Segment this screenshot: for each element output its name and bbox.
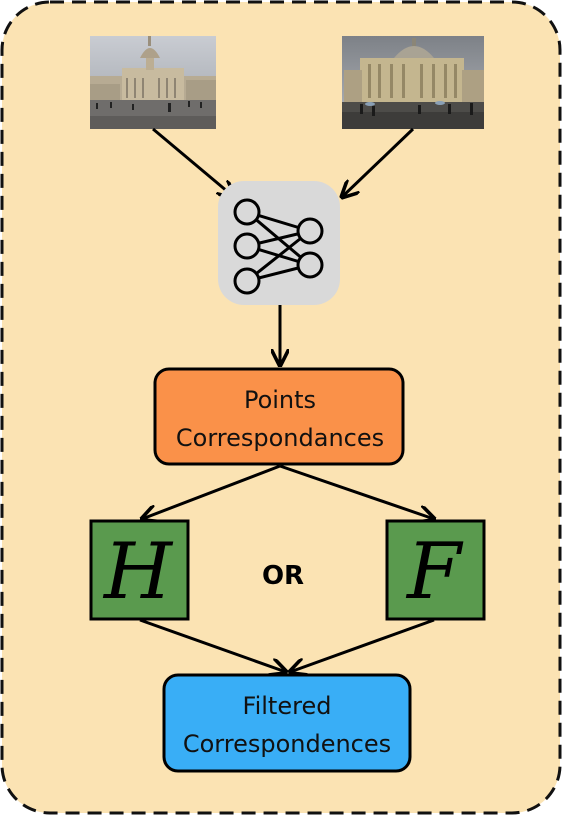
neural-network-icon xyxy=(233,198,324,295)
points-correspondences-node: Points Correspondances xyxy=(153,367,405,466)
arrow-f-to-filtered xyxy=(290,618,435,672)
fundamental-matrix-symbol: F xyxy=(405,527,464,617)
neural-network-node xyxy=(218,181,340,305)
filtered-correspondences-line1: Filtered xyxy=(243,692,332,720)
arrow-correspondences-to-f xyxy=(279,464,434,519)
points-correspondences-line1: Points xyxy=(244,386,316,414)
fundamental-matrix-node: F xyxy=(385,519,486,621)
filtered-correspondences-line2: Correspondences xyxy=(183,730,391,758)
arrow-left-image-to-network xyxy=(152,127,234,197)
input-image-left xyxy=(90,36,216,129)
input-image-right xyxy=(342,36,484,129)
homography-node: H xyxy=(89,519,190,621)
or-label: OR xyxy=(262,561,304,591)
points-correspondences-line2: Correspondances xyxy=(176,424,384,452)
arrow-h-to-filtered xyxy=(139,618,286,672)
arrow-right-image-to-network xyxy=(342,127,415,197)
filtered-correspondences-node: Filtered Correspondences xyxy=(162,673,412,773)
homography-symbol: H xyxy=(102,527,174,617)
arrow-correspondences-to-h xyxy=(142,464,281,519)
